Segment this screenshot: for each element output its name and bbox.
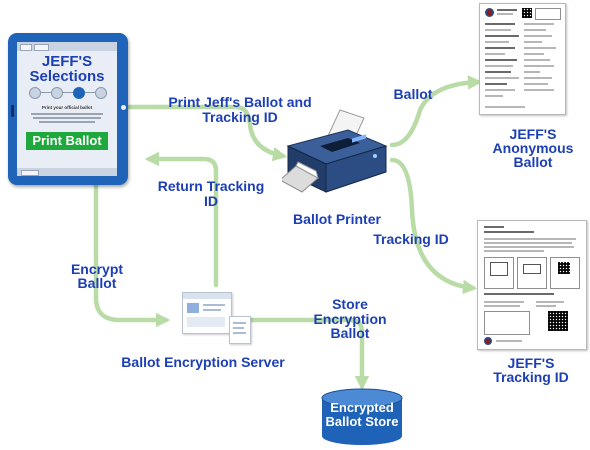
tablet-subtitle: Print your official ballot (41, 105, 93, 110)
tablet-screen-button-2[interactable] (34, 44, 49, 51)
encrypted-store-label: Encrypted Ballot Store (325, 400, 399, 429)
arrow-printer-to-tracking (389, 157, 478, 295)
tablet-home-button (11, 105, 14, 117)
arrow-encrypt (93, 183, 171, 328)
server-label: Ballot Encryption Server (121, 354, 285, 370)
qr-code-icon (522, 8, 532, 18)
server-window-icon (182, 292, 232, 334)
arrow-printer-to-ballot (389, 75, 483, 148)
ballot-flow-label: Ballot (393, 86, 433, 102)
state-seal-icon (485, 8, 494, 17)
step-dot-current (73, 87, 85, 99)
tablet-camera (121, 105, 126, 110)
tracking-id-document-label: JEFF'S Tracking ID (493, 355, 569, 385)
step-dot (51, 87, 63, 99)
step-dot (29, 87, 41, 99)
tablet-title: JEFF'S Selections (29, 53, 105, 85)
print-ballot-button[interactable]: Print Ballot (26, 132, 108, 150)
arrow-return-tracking (144, 151, 219, 288)
printer-label: Ballot Printer (293, 211, 381, 227)
anonymous-ballot-label: JEFF'S Anonymous Ballot (492, 126, 574, 170)
tablet-screen-topbar (17, 42, 117, 51)
tablet-text-line (39, 121, 95, 123)
encrypted-store-cylinder-icon (321, 388, 403, 445)
arrow-tablet-to-printer (126, 104, 288, 162)
arrow-store (247, 317, 370, 391)
tracking-flow-label: Tracking ID (373, 231, 449, 247)
tablet-text-line (33, 117, 101, 119)
tablet-screen-button-1[interactable] (20, 44, 32, 51)
store-label: Store Encryption Ballot (313, 296, 387, 342)
ballot-printer-icon (282, 109, 388, 193)
tablet-text-line (31, 113, 103, 115)
voting-tablet: JEFF'S Selections Print your official ba… (8, 33, 128, 185)
encrypt-label: Encrypt Ballot (70, 261, 124, 291)
anonymous-ballot-document (479, 3, 566, 115)
step-dot (95, 87, 107, 99)
server-document-icon (229, 316, 251, 344)
print-request-label: Print Jeff's Ballot and Tracking ID (168, 94, 312, 125)
tablet-screen: JEFF'S Selections Print your official ba… (17, 42, 117, 176)
tablet-screen-bottombar (17, 168, 117, 176)
tablet-progress-steps (29, 87, 107, 99)
return-tracking-label: Return Tracking ID (157, 178, 265, 209)
qr-code-icon (548, 311, 568, 331)
tracking-id-document (477, 220, 587, 350)
